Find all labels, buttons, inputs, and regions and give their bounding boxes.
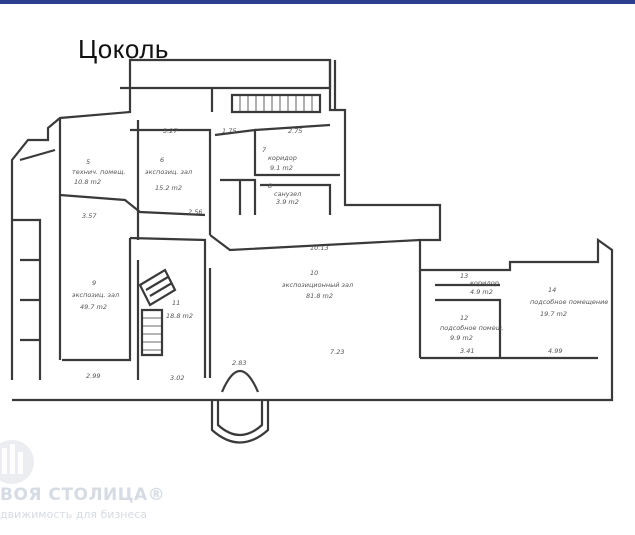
room-name: подсобное помещение: [530, 298, 608, 306]
room-name: экспозиц. зал: [145, 168, 192, 176]
room-number: 13: [460, 272, 468, 280]
room-area: 4.9 m2: [470, 288, 493, 296]
dimension: 2.75: [288, 127, 302, 135]
room-number: 10: [310, 269, 318, 277]
room-number: 8: [268, 182, 272, 190]
room-name: коридор: [470, 279, 499, 287]
room-area: 18.8 m2: [166, 312, 193, 320]
room-name: коридор: [268, 154, 297, 162]
room-area: 81.8 m2: [306, 292, 333, 300]
room-number: 12: [460, 314, 468, 322]
bay-window: [210, 400, 270, 444]
room-area: 9.9 m2: [450, 334, 473, 342]
dimension: 7.23: [330, 348, 344, 356]
room-name: экспозиционный зал: [282, 281, 353, 289]
dimension: 4.99: [548, 347, 562, 355]
dimension: 2.99: [86, 372, 100, 380]
staircase: [138, 268, 177, 357]
room-area: 10.8 m2: [74, 178, 101, 186]
outer-wall: [10, 58, 614, 402]
room-number: 6: [160, 156, 164, 164]
room-area: 15.2 m2: [155, 184, 182, 192]
dimension: 2.56: [188, 208, 202, 216]
room-name: подсобное помещ.: [440, 324, 504, 332]
room-area: 9.1 m2: [270, 164, 293, 172]
top-accent-bar: [0, 0, 635, 4]
room-number: 7: [262, 146, 267, 154]
watermark-logo: [0, 440, 34, 484]
watermark-brand: ВОЯ СТОЛИЦА®: [0, 485, 166, 505]
room-name: санузел: [274, 190, 301, 198]
room-number: 14: [548, 286, 556, 294]
dimension: 3.02: [170, 374, 184, 382]
dimension: 3.57: [82, 212, 97, 220]
dimension: 3.41: [460, 347, 474, 355]
dimension: 2.83: [232, 359, 246, 367]
room-area: 19.7 m2: [540, 310, 567, 318]
room-name: технич. помещ.: [72, 168, 125, 176]
dimension: 1.75: [222, 127, 236, 135]
room-number: 9: [92, 279, 96, 287]
dimension: 3.27: [163, 127, 178, 135]
room-name: экспозиц. зал: [72, 291, 119, 299]
room-number: 11: [172, 299, 180, 307]
dimension: 10.13: [310, 244, 329, 252]
watermark-tagline: движимость для бизнеса: [0, 508, 148, 521]
room-area: 3.9 m2: [276, 198, 299, 206]
room-area: 49.7 m2: [80, 303, 107, 311]
room-number: 5: [86, 158, 90, 166]
